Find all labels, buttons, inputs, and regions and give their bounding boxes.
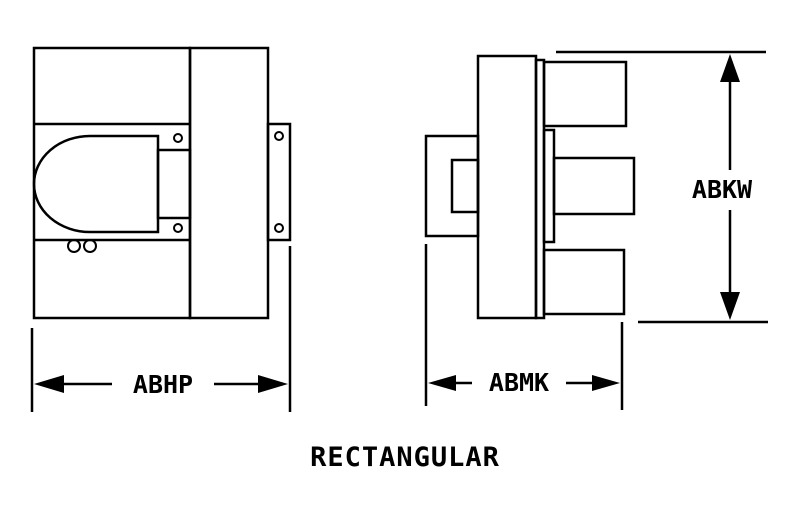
side-back-inner [450, 158, 480, 214]
bracket-hole-top [274, 131, 284, 141]
front-terminal-left [67, 239, 81, 253]
dimension-width: ABHP [30, 246, 292, 412]
front-body-right [188, 46, 270, 320]
front-mounting-bracket [266, 122, 292, 242]
shape-caption: RECTANGULAR [310, 442, 500, 473]
front-dome-window [32, 134, 160, 234]
bracket-hole-bottom [274, 223, 284, 233]
front-slot [156, 148, 192, 220]
depth-label: ABMK [489, 368, 549, 397]
depth-arrow-right [592, 375, 620, 391]
width-arrow-right [258, 375, 288, 393]
width-label: ABHP [133, 370, 193, 399]
width-arrow-left [34, 375, 64, 393]
front-body-left [32, 46, 192, 320]
side-mid-block [552, 156, 636, 216]
height-label: ABKW [692, 175, 753, 204]
side-view [424, 54, 636, 320]
depth-arrow-left [428, 375, 456, 391]
front-terminal-right [83, 239, 97, 253]
height-arrow-top [720, 54, 740, 82]
side-main-body [476, 54, 538, 320]
height-arrow-bottom [720, 292, 740, 320]
side-top-block [542, 60, 628, 128]
front-screw-bottom [173, 223, 183, 233]
side-gasket [542, 128, 556, 244]
dimension-depth: ABMK [424, 244, 624, 410]
front-view [32, 46, 292, 320]
side-bottom-block [542, 248, 626, 316]
front-screw-top [173, 133, 183, 143]
dimension-height: ABKW [556, 50, 768, 324]
